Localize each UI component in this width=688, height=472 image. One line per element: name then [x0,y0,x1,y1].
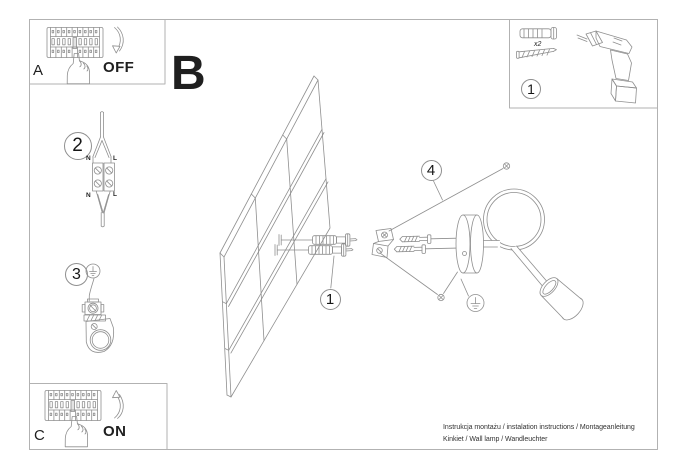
box-c-action-label: ON [103,423,127,440]
box-c-border [29,383,168,450]
box-a-border [29,19,166,85]
box-c-label: C [34,427,45,444]
step-1-badge-main: 1 [319,288,341,310]
screw-head-icon [502,162,511,170]
ground-symbol-icon [85,263,101,279]
screw-head-icon [437,293,445,302]
footer-title-line: Instrukcja montażu / instalation instruc… [443,424,635,431]
box-a-action-label: OFF [103,59,135,76]
terminal-block-diagram [92,111,115,228]
wall-lamp [443,188,584,321]
wall-plug-icon [519,27,557,40]
ground-connection-diagram [81,263,115,353]
wire-label-n-top: N [86,155,91,162]
step4-leaders [379,162,511,302]
wall-fixings [274,233,358,289]
screw-icon [516,48,557,59]
page-frame [29,19,658,450]
ground-symbol-icon [466,294,485,312]
box-parts-illustration [516,27,637,104]
arrow-up-icon [112,390,124,419]
footer-product-line: Kinkiet / Wall lamp / Wandleuchter [443,436,548,443]
wire-label-n-bottom: N [86,192,91,199]
wall-panel [219,75,331,398]
wire-label-l-top: L [113,155,117,162]
wire-label-l-bottom: L [113,191,117,198]
canopy [455,214,484,274]
step-b-label: B [171,47,206,100]
box-a-label: A [33,62,44,79]
step-4-badge: 4 [420,159,442,181]
step-2-badge: 2 [63,132,92,160]
drill-icon [576,30,637,104]
box-parts-border [509,19,658,109]
lamp-head [539,277,584,321]
step-3-badge: 3 [65,263,88,286]
mounting-bracket [371,228,394,258]
parts-box-badge: 1 [521,79,541,99]
box-a-illustration [46,26,124,85]
quantity-label: x2 [534,41,542,48]
arrow-down-icon [112,26,124,54]
box-c-illustration [44,390,102,448]
